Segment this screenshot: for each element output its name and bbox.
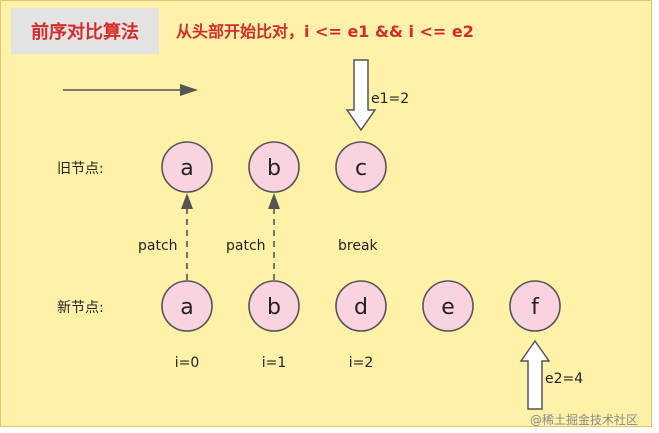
old-node-0: a bbox=[161, 141, 213, 193]
watermark: @稀土掘金技术社区 bbox=[530, 412, 638, 427]
new-node-1-text: b bbox=[267, 295, 281, 320]
new-node-4-text: f bbox=[531, 295, 540, 320]
direction-arrow bbox=[63, 84, 198, 96]
new-node-1: b bbox=[248, 280, 300, 332]
e2-pointer-arrow bbox=[519, 339, 551, 410]
diagram-title: 前序对比算法 bbox=[31, 22, 139, 43]
old-node-0-text: a bbox=[180, 156, 193, 181]
index-label-2: i=2 bbox=[349, 355, 374, 371]
new-node-0: a bbox=[161, 280, 213, 332]
new-node-2-text: d bbox=[354, 295, 368, 320]
old-node-2: c bbox=[335, 141, 387, 193]
new-node-4: f bbox=[509, 280, 561, 332]
patch-link-1 bbox=[268, 193, 280, 280]
old-node-1-text: b bbox=[267, 156, 281, 181]
new-node-3-text: e bbox=[441, 295, 455, 320]
new-node-2: d bbox=[335, 280, 387, 332]
e2-label: e2=4 bbox=[545, 371, 583, 387]
old-nodes-label: 旧节点: bbox=[57, 161, 104, 177]
e1-label: e1=2 bbox=[371, 91, 409, 107]
new-nodes-label: 新节点: bbox=[57, 300, 104, 316]
link-label-0: patch bbox=[138, 238, 178, 254]
index-label-0: i=0 bbox=[175, 355, 200, 371]
link-label-1: patch bbox=[226, 238, 266, 254]
link-label-2: break bbox=[338, 238, 379, 254]
diagram-subtitle: 从头部开始比对，i <= e1 && i <= e2 bbox=[176, 22, 474, 41]
index-label-1: i=1 bbox=[262, 355, 287, 371]
patch-link-0 bbox=[181, 193, 193, 280]
old-node-2-text: c bbox=[355, 156, 367, 181]
new-node-0-text: a bbox=[180, 295, 193, 320]
old-node-1: b bbox=[248, 141, 300, 193]
e1-pointer-arrow bbox=[345, 59, 377, 132]
new-node-3: e bbox=[422, 280, 474, 332]
title-box: 前序对比算法 bbox=[11, 8, 159, 54]
